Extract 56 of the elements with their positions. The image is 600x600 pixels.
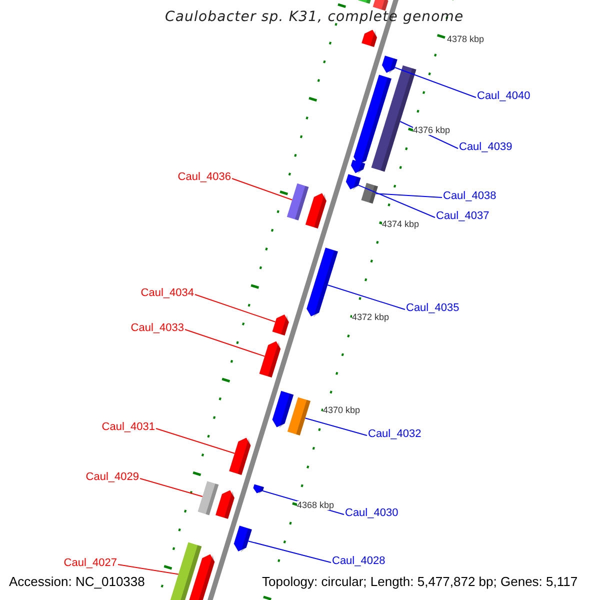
gene-label: Caul_4030	[345, 508, 398, 519]
gene-feature	[253, 484, 264, 494]
gene-feature	[198, 481, 219, 516]
leader-line	[194, 294, 276, 322]
gene-label: Caul_4040	[477, 91, 530, 102]
gene-feature	[216, 490, 234, 519]
tick-label: 4376 kbp	[413, 126, 450, 134]
gene-feature	[362, 30, 377, 48]
leader-line	[156, 428, 236, 454]
gene-label: Caul_4028	[332, 556, 386, 567]
gene-label: Caul_4037	[436, 211, 490, 222]
gene-label: Caul_4036	[178, 172, 231, 183]
tick-label: 4378 kbp	[447, 34, 484, 44]
gene-label: Caul_4031	[102, 422, 155, 433]
genome-info-text: Topology: circular; Length: 5,477,872 bp; Genes: 5,117	[262, 574, 578, 588]
leader-line	[184, 329, 266, 357]
leader-line	[375, 193, 442, 198]
gene-feature	[346, 174, 361, 190]
gene-feature	[272, 314, 289, 336]
leader-line	[394, 67, 476, 98]
gene-label: Caul_4038	[443, 191, 496, 202]
leader-line	[140, 478, 203, 497]
leader-line	[232, 178, 293, 200]
gene-label: Caul_4029	[86, 472, 139, 483]
gene-label: Caul_4033	[130, 323, 184, 334]
gene-feature	[305, 193, 326, 229]
accession-text: Accession: NC_010338	[9, 574, 145, 588]
gene-feature	[287, 397, 310, 436]
gene-feature	[234, 526, 252, 552]
leader-line	[248, 540, 332, 563]
gene-label: Caul_4034	[140, 288, 194, 299]
leader-line	[118, 564, 179, 575]
gene-label: Caul_4032	[368, 429, 422, 440]
gene-feature	[286, 183, 309, 220]
gene-feature	[382, 56, 398, 74]
map-title: Caulobacter sp. K31, complete genome	[165, 10, 464, 24]
leader-line	[358, 184, 436, 218]
gene-feature	[358, 0, 374, 4]
gene-feature	[169, 542, 202, 600]
gene-feature	[361, 182, 378, 204]
gene-label: Caul_4027	[64, 558, 117, 569]
leader-line	[304, 418, 368, 436]
gene-feature	[354, 74, 392, 166]
gene-feature	[350, 160, 366, 174]
gene-feature	[259, 341, 281, 378]
gene-label: Caul_4035	[406, 303, 460, 314]
tick-label: 4368 kbp	[297, 500, 334, 510]
leader-line	[327, 284, 406, 310]
gene-feature	[272, 390, 294, 428]
gene-feature	[229, 438, 251, 475]
tick-label: 4370 kbp	[323, 406, 360, 414]
tick-label: 4374 kbp	[382, 220, 420, 228]
gene-label: Caul_4039	[459, 142, 512, 153]
tick-label: 4372 kbp	[352, 312, 390, 322]
gene-feature	[372, 0, 388, 11]
gene-feature	[306, 248, 338, 318]
